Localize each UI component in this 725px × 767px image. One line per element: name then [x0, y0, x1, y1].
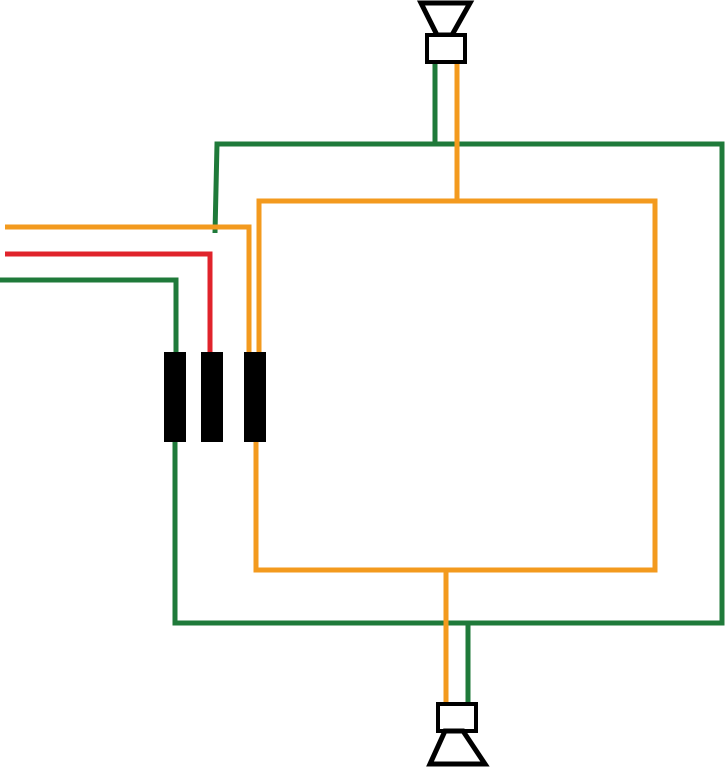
orange-inner-loop — [253, 198, 658, 573]
red-wire-group — [5, 251, 213, 352]
speaker-bottom-body — [436, 702, 478, 733]
green-wire-group — [0, 62, 725, 704]
speaker-icon — [416, 0, 475, 64]
terminal-orange — [244, 352, 266, 442]
speaker-top-body — [425, 33, 467, 64]
speaker-bottom-cone — [426, 728, 490, 767]
speaker-top-cone — [416, 0, 475, 38]
terminal-red — [201, 352, 223, 442]
green-outer-loop-top — [212, 141, 725, 626]
red-input-wire — [5, 251, 213, 352]
terminal-block — [164, 352, 266, 442]
orange-wire-group — [5, 62, 658, 704]
orange-input-wire — [5, 224, 252, 352]
speaker-icon — [426, 702, 490, 767]
terminal-green — [164, 352, 186, 442]
green-input-wire — [0, 277, 179, 352]
green-outer-loop-left — [172, 442, 468, 626]
